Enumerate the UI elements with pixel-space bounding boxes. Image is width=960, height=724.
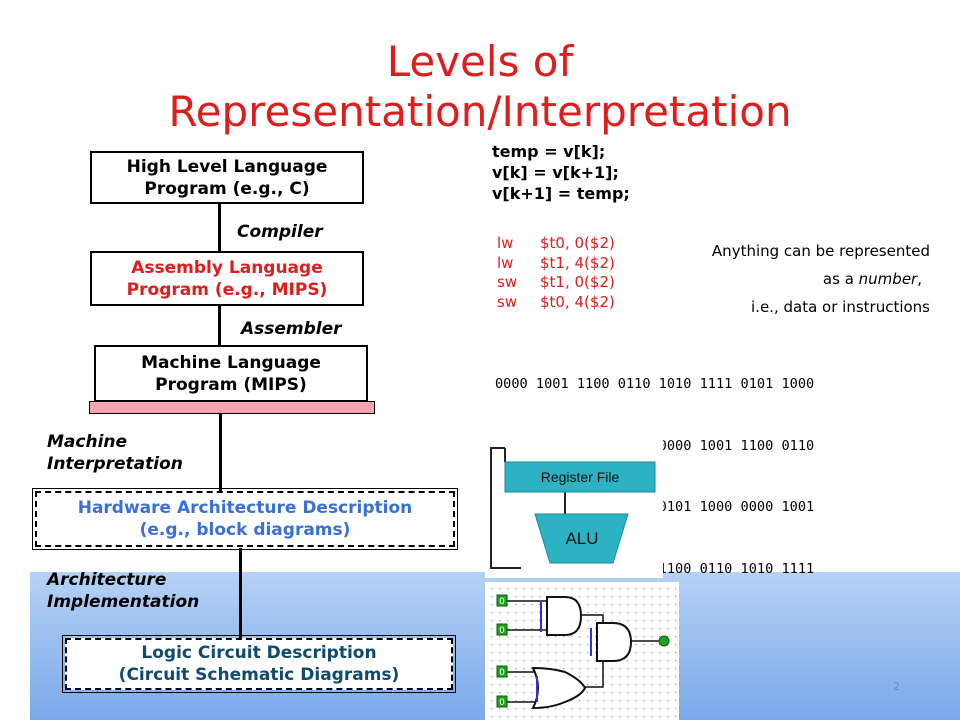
register-file-block bbox=[504, 461, 656, 493]
gate-input-ticks bbox=[536, 602, 592, 702]
asm-line: lw $t0, 0($2) bbox=[497, 234, 615, 254]
asm-line: sw $t1, 0($2) bbox=[497, 273, 615, 293]
box-hll-line2: Program (e.g., C) bbox=[144, 178, 310, 199]
box-machine-language: Machine Language Program (MIPS) bbox=[94, 345, 368, 402]
box-asm-line1: Assembly Language bbox=[131, 257, 323, 278]
connector-machine-interpretation bbox=[219, 414, 222, 492]
asm-args: $t1, 4($2) bbox=[540, 253, 615, 272]
box-ml-line1: Machine Language bbox=[141, 352, 321, 373]
asm-op: sw bbox=[497, 292, 518, 311]
schematic-bg bbox=[485, 582, 679, 720]
alu-label: ALU bbox=[565, 529, 598, 548]
note-line1: Anything can be represented bbox=[711, 242, 930, 260]
assembly-code-block: lw $t0, 0($2) lw $t1, 4($2) sw $t1, 0($2) s… bbox=[497, 234, 615, 312]
asm-args: $t0, 0($2) bbox=[540, 234, 615, 252]
slide-title-line2: Representation/Interpretation bbox=[168, 87, 792, 136]
box-hw-line1: Hardware Architecture Description bbox=[77, 498, 413, 518]
label-machine-interp-line1: Machine bbox=[47, 432, 128, 452]
label-compiler: Compiler bbox=[237, 222, 323, 242]
svg-text:0: 0 bbox=[499, 597, 505, 607]
and-gate bbox=[596, 622, 633, 662]
note-line2-emphasis: number bbox=[858, 270, 918, 288]
representation-note: Anything can be represented as a number,… bbox=[712, 237, 930, 321]
block-and-schematic-diagram: Register File ALU 0 0 0 0 bbox=[485, 440, 679, 720]
svg-text:0: 0 bbox=[499, 698, 505, 708]
svg-text:0: 0 bbox=[499, 668, 505, 678]
c-code-line: v[k] = v[k+1]; bbox=[492, 163, 619, 182]
box-assembly-language: Assembly Language Program (e.g., MIPS) bbox=[90, 251, 364, 306]
asm-op: sw bbox=[497, 273, 518, 291]
box-hw-line2: (e.g., block diagrams) bbox=[139, 520, 351, 540]
input-pin-values: 0 0 0 0 bbox=[499, 597, 505, 708]
or-gate bbox=[531, 666, 587, 710]
label-arch-impl-line1: Architecture bbox=[47, 570, 167, 590]
binary-line: 0000 1001 1100 0110 1010 1111 0101 1000 bbox=[495, 376, 815, 392]
box-hardware-architecture: Hardware Architecture Description (e.g.,… bbox=[32, 488, 458, 550]
note-line2: as a number, bbox=[712, 265, 922, 293]
box-high-level-language: High Level Language Program (e.g., C) bbox=[90, 151, 364, 204]
note-line2-prefix: as a bbox=[822, 270, 859, 288]
label-assembler: Assembler bbox=[241, 319, 342, 339]
box-logic-line2: (Circuit Schematic Diagrams) bbox=[118, 665, 400, 685]
label-machine-interp-line2: Interpretation bbox=[47, 454, 183, 474]
connector-compiler bbox=[218, 204, 221, 252]
alu-block bbox=[534, 513, 629, 564]
hardware-diagrams: Register File ALU 0 0 0 0 bbox=[485, 440, 680, 724]
label-machine-interpretation: Machine Interpretation bbox=[47, 431, 183, 475]
box-ml-line2: Program (MIPS) bbox=[155, 374, 307, 395]
datapath-wire bbox=[490, 447, 521, 569]
asm-args: $t0, 4($2) bbox=[540, 292, 615, 311]
slide-title-line1: Levels of bbox=[386, 37, 574, 86]
output-pin bbox=[658, 635, 670, 647]
c-code-line: temp = v[k]; bbox=[492, 142, 606, 161]
asm-line: sw $t0, 4($2) bbox=[497, 293, 615, 313]
box-logic-circuit: Logic Circuit Description (Circuit Schem… bbox=[62, 635, 456, 693]
connector-architecture-implementation bbox=[239, 548, 242, 638]
box-logic-line1: Logic Circuit Description bbox=[141, 643, 377, 663]
asm-line: lw $t1, 4($2) bbox=[497, 254, 615, 274]
connector-assembler bbox=[218, 306, 221, 346]
input-pins bbox=[496, 594, 508, 708]
svg-text:0: 0 bbox=[499, 626, 505, 636]
box-hll-line1: High Level Language bbox=[126, 156, 328, 177]
label-arch-impl-line2: Implementation bbox=[47, 592, 200, 612]
and-gate bbox=[546, 596, 583, 636]
c-code-block: temp = v[k]; v[k] = v[k+1]; v[k+1] = tem… bbox=[492, 141, 630, 204]
label-architecture-implementation: Architecture Implementation bbox=[47, 569, 199, 613]
machine-language-pink-bar bbox=[89, 401, 375, 414]
slide-number: 2 bbox=[893, 680, 900, 693]
asm-args: $t1, 0($2) bbox=[540, 273, 615, 291]
box-asm-line2: Program (e.g., MIPS) bbox=[126, 279, 328, 300]
asm-op: lw bbox=[497, 234, 514, 252]
register-file-label: Register File bbox=[541, 469, 620, 485]
note-line2-suffix: , bbox=[917, 270, 922, 288]
note-line3: i.e., data or instructions bbox=[751, 298, 930, 316]
c-code-line: v[k+1] = temp; bbox=[492, 184, 630, 203]
asm-op: lw bbox=[497, 253, 514, 272]
